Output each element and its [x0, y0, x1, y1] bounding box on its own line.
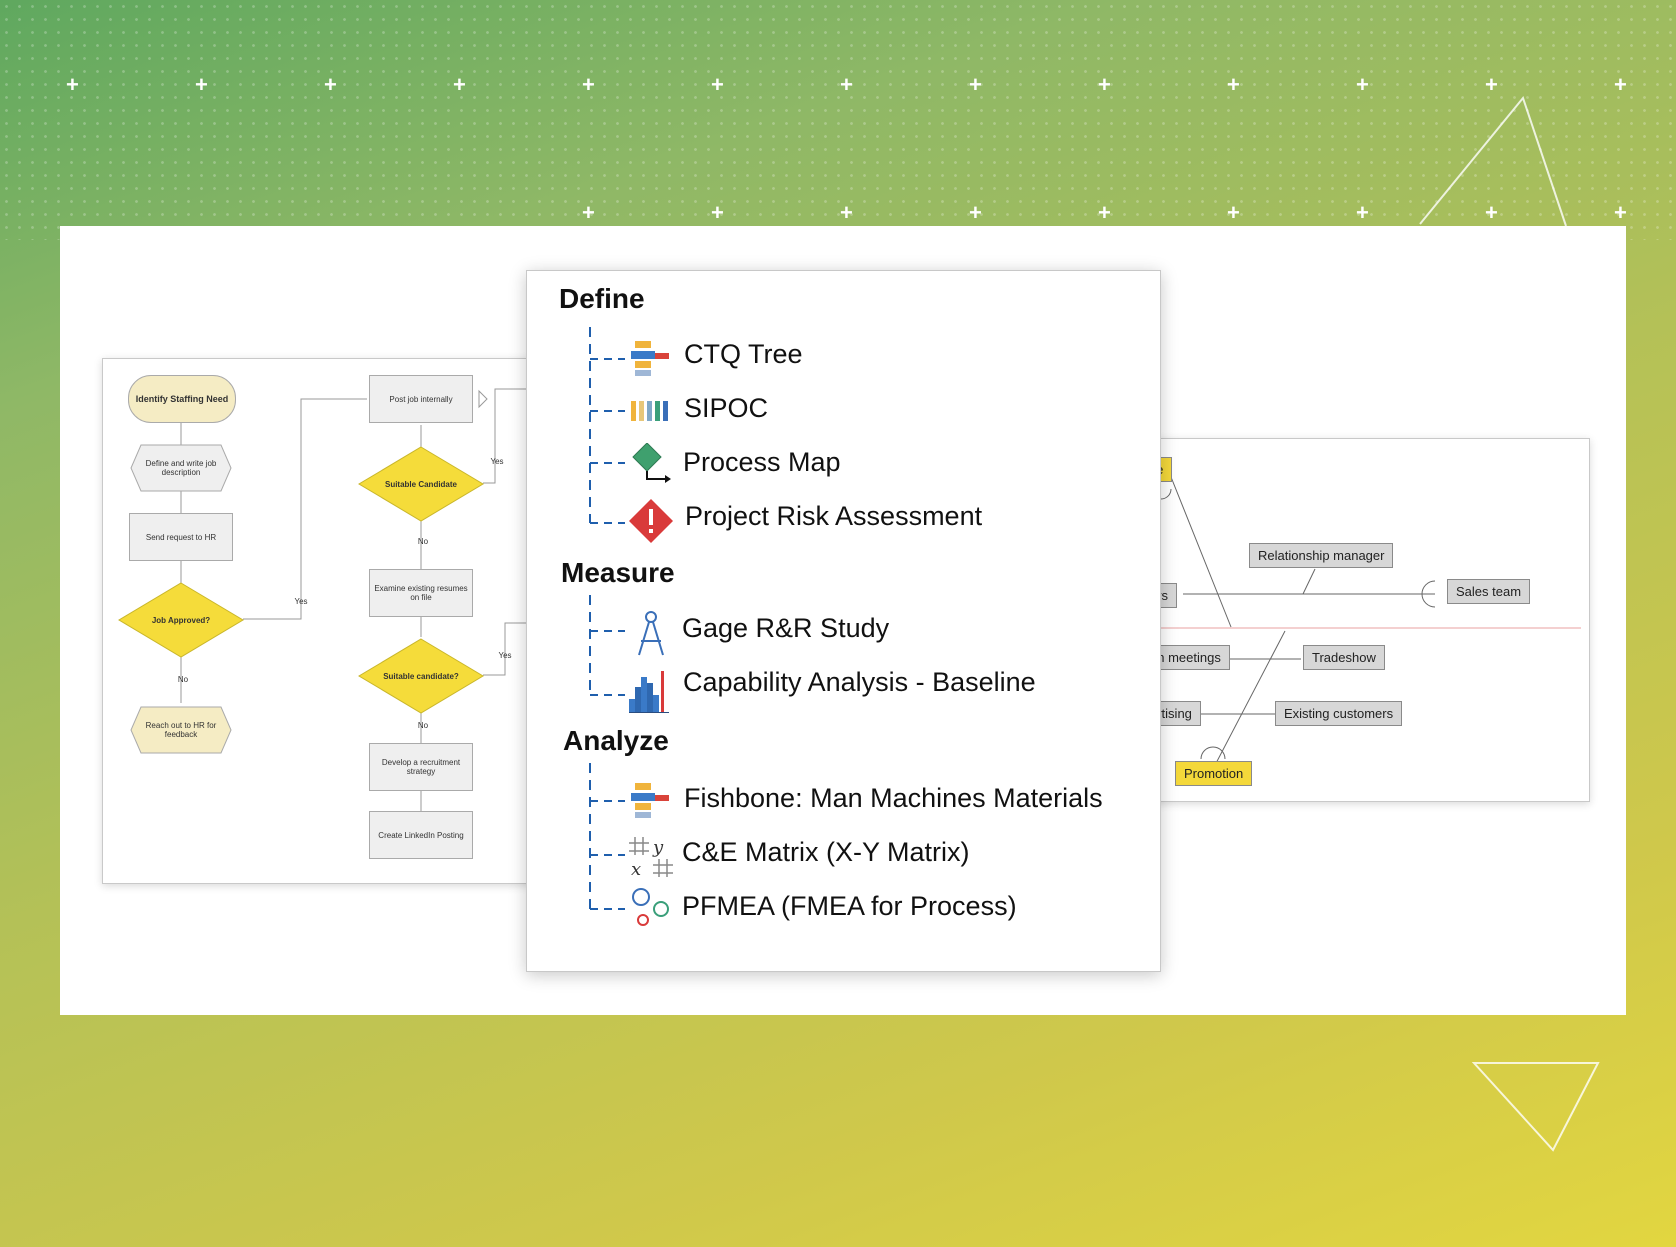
tree-item-process-map[interactable]: Process Map: [683, 447, 841, 477]
flow-examine: Examine existing resumes on file: [369, 569, 473, 617]
flowchart-connectors: [118, 388, 543, 811]
plus-mark: +: [1227, 200, 1240, 225]
plus-mark: +: [840, 72, 853, 97]
dot-pattern: [0, 0, 1676, 240]
fishbone-sales: Sales team: [1447, 579, 1531, 604]
compass-icon: [638, 611, 664, 656]
flow-no-label: No: [417, 536, 429, 546]
suitable-candidate-2-diamond: [358, 638, 484, 714]
flow-no-label: No: [417, 720, 429, 730]
sipoc-icon: [631, 401, 668, 421]
flowchart-preview: Identify Staffing Need Define and write …: [102, 358, 544, 884]
plus-mark: +: [195, 72, 208, 97]
plus-mark: +: [1614, 72, 1627, 97]
plus-mark: +: [453, 72, 466, 97]
risk-icon: [629, 499, 673, 543]
plus-mark: +: [1356, 200, 1369, 225]
flow-start: Identify Staffing Need: [128, 375, 236, 423]
fishbone-tradeshow: Tradeshow: [1303, 645, 1385, 670]
fishbone-icon: [631, 783, 669, 818]
flow-suitable1: Suitable Candidate: [384, 479, 457, 489]
svg-text:x: x: [631, 859, 641, 879]
job-approved-diamond: [118, 582, 244, 658]
tree-item-fishbone[interactable]: Fishbone: Man Machines Materials: [684, 783, 1103, 813]
plus-mark: +: [582, 72, 595, 97]
define-hexagon: [130, 444, 232, 492]
plus-mark: +: [1614, 200, 1627, 225]
plus-mark: +: [1485, 200, 1498, 225]
flow-yes-label: Yes: [490, 456, 504, 466]
tree-item-risk-assessment[interactable]: Project Risk Assessment: [685, 501, 983, 531]
fishbone-meetings: on meetings: [1151, 645, 1230, 670]
ctq-tree-icon: [631, 341, 669, 376]
fishbone-existing: Existing customers: [1275, 701, 1403, 726]
fishbone-preview: ple Relationship manager ers Sales team …: [1150, 438, 1590, 802]
reach-hexagon: [130, 706, 232, 754]
plus-mark: +: [1485, 72, 1498, 97]
plus-mark: +: [1356, 72, 1369, 97]
fishbone-relationship: Relationship manager: [1249, 543, 1394, 568]
fishbone-promotion: Promotion: [1175, 761, 1253, 786]
flow-no-label: No: [177, 674, 189, 684]
plus-mark: +: [582, 200, 595, 225]
svg-text:y: y: [652, 837, 664, 858]
plus-mark: +: [711, 72, 724, 97]
flow-define: Define and write job description: [145, 459, 217, 477]
flow-yes-label: Yes: [498, 650, 512, 660]
plus-mark: +: [969, 200, 982, 225]
tree-item-pfmea[interactable]: PFMEA (FMEA for Process): [682, 891, 1017, 921]
flow-yes-label: Yes: [294, 596, 308, 606]
section-measure: Measure: [561, 557, 675, 588]
dmaic-tool-tree: Define CTQ Tree SIPOC Process Map Projec…: [526, 270, 1161, 972]
plus-mark: +: [969, 72, 982, 97]
section-define: Define: [559, 283, 645, 314]
process-map-icon: [632, 443, 671, 483]
flow-post: Post job internally: [369, 375, 473, 423]
plus-mark: +: [324, 72, 337, 97]
histogram-icon: [629, 671, 669, 713]
flow-suitable2: Suitable candidate?: [383, 671, 459, 681]
suitable-candidate-diamond: [358, 446, 484, 522]
plus-mark: +: [840, 200, 853, 225]
flow-approved: Job Approved?: [151, 615, 211, 625]
plus-mark: +: [711, 200, 724, 225]
tree-item-ctq[interactable]: CTQ Tree: [684, 339, 803, 369]
flow-create: Create LinkedIn Posting: [369, 811, 473, 859]
pfmea-icon: [632, 888, 669, 926]
flow-reach: Reach out to HR for feedback: [145, 721, 217, 739]
plus-mark: +: [1227, 72, 1240, 97]
section-analyze: Analyze: [563, 725, 669, 756]
tree-connectors: [589, 327, 625, 910]
fishbone-lines: [1151, 466, 1581, 770]
tree-item-sipoc[interactable]: SIPOC: [684, 393, 769, 423]
tree-item-gage-rr[interactable]: Gage R&R Study: [682, 613, 890, 643]
flow-send: Send request to HR: [129, 513, 233, 561]
plus-mark: +: [1098, 200, 1111, 225]
matrix-icon: y x: [629, 837, 673, 879]
tree-item-ce-matrix[interactable]: C&E Matrix (X-Y Matrix): [682, 837, 970, 867]
plus-mark: +: [1098, 72, 1111, 97]
tree-item-capability[interactable]: Capability Analysis - Baseline: [683, 667, 1036, 697]
flow-develop: Develop a recruitment strategy: [369, 743, 473, 791]
plus-mark: +: [66, 72, 79, 97]
